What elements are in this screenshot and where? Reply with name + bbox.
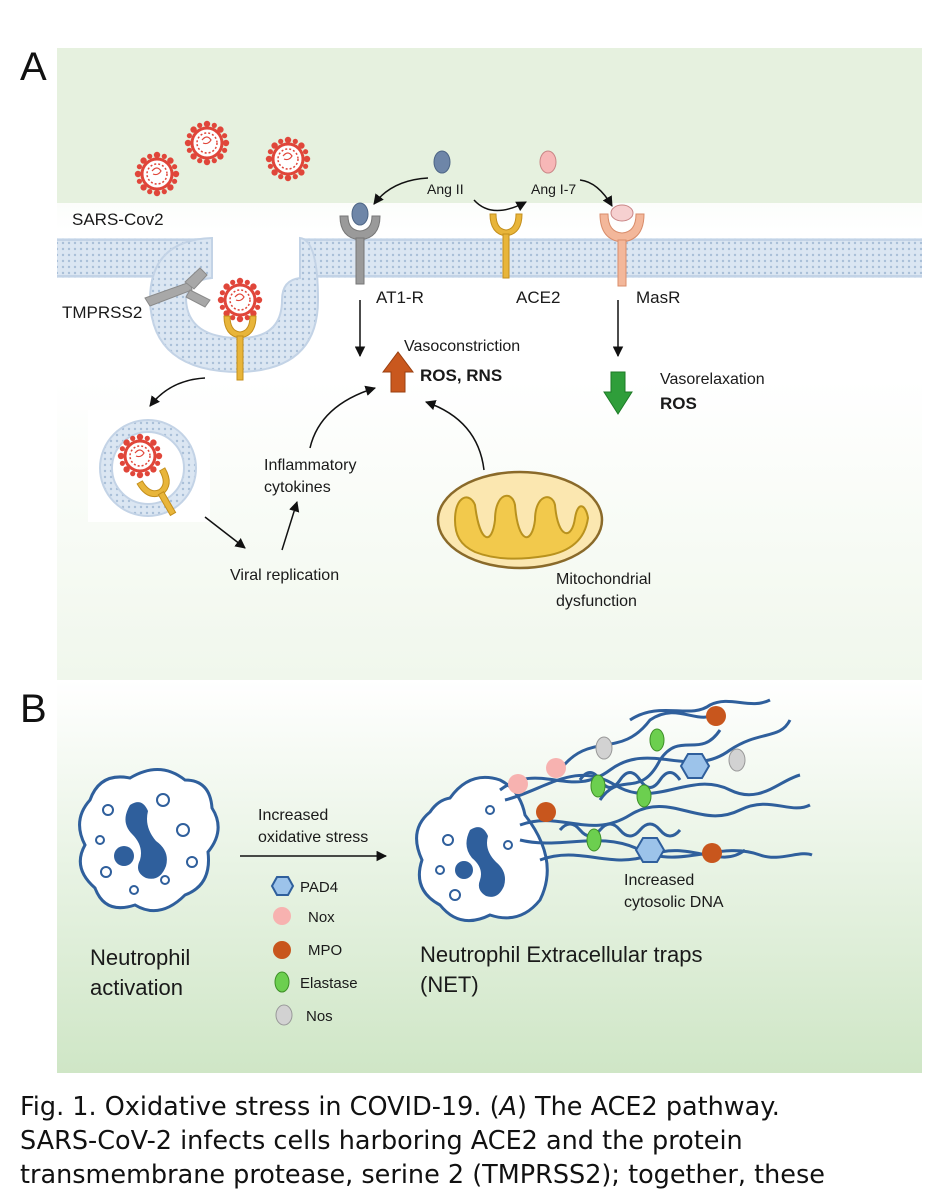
nos-marker — [595, 736, 613, 760]
legend-nox-icon — [273, 907, 291, 925]
neutrophil-label-2: activation — [90, 975, 183, 1000]
cytosolic-dna-label-2: cytosolic DNA — [624, 894, 724, 911]
decrease-arrow-icon — [603, 371, 633, 415]
ros-rns-label: ROS, RNS — [420, 366, 502, 385]
mitochondrion-icon — [436, 470, 604, 570]
increased-stress-label-1: Increased — [258, 807, 328, 824]
elastase-marker — [649, 728, 665, 752]
net-label-1: Neutrophil Extracellular traps — [420, 942, 702, 967]
caption-line-2: SARS-CoV-2 infects cells harboring ACE2 … — [20, 1126, 743, 1156]
arrow-ang2-to-ang17 — [473, 199, 527, 212]
arrow-cytokines-to-ros — [309, 385, 377, 449]
legend-nos-icon — [275, 1004, 293, 1026]
figure-diagram: A B SARS-Cov2 TMPRSS2 AT1-R ACE2 Ma — [20, 45, 922, 1073]
elastase-marker — [590, 774, 606, 798]
arrow-to-replication — [204, 516, 246, 549]
net-markers — [508, 706, 746, 863]
legend-mpo-icon — [273, 941, 291, 959]
pad4-marker — [679, 753, 711, 779]
pad4-marker — [634, 837, 666, 863]
masr-receptor-icon — [599, 204, 645, 287]
neutrophil-icon — [78, 768, 220, 913]
inflammatory-label-2: cytokines — [264, 479, 331, 496]
arrow-mito-to-ros — [425, 400, 485, 471]
at1r-label: AT1-R — [376, 288, 424, 307]
nox-marker — [508, 774, 528, 794]
panel-b-letter: B — [20, 687, 47, 731]
ang-ii-label: Ang II — [427, 181, 464, 197]
arrow-to-cytokines — [281, 500, 300, 551]
legend-pad4-icon — [270, 876, 295, 896]
ang-17-label: Ang I-7 — [531, 181, 576, 197]
elastase-marker — [636, 784, 652, 808]
virus-icon — [264, 135, 312, 183]
virus-icon — [183, 119, 231, 167]
masr-label: MasR — [636, 288, 680, 307]
cytosolic-dna-label-1: Increased — [624, 872, 694, 889]
caption-line-3: transmembrane protease, serine 2 (TMPRSS… — [20, 1160, 825, 1190]
legend-label: PAD4 — [300, 879, 338, 896]
legend-label: MPO — [308, 942, 342, 959]
panel-a-extracellular — [57, 48, 922, 203]
legend-label: Nos — [306, 1008, 333, 1025]
net-label-2: (NET) — [420, 972, 479, 997]
nox-marker — [546, 758, 566, 778]
nos-marker — [728, 748, 746, 772]
increased-stress-label-2: oxidative stress — [258, 829, 368, 846]
vasoconstriction-label: Vasoconstriction — [404, 338, 520, 355]
legend-label: Nox — [308, 909, 335, 926]
legend: PAD4 Nox MPO Elastase Nos — [270, 876, 358, 1026]
figure-caption: Fig. 1. Oxidative stress in COVID-19. (A… — [20, 1090, 920, 1192]
legend-elastase-icon — [274, 971, 290, 993]
ang-ii-icon — [433, 150, 451, 174]
legend-label: Elastase — [300, 975, 358, 992]
mpo-marker — [706, 706, 726, 726]
mpo-marker — [702, 843, 722, 863]
arrow-ang17-to-masr — [579, 179, 613, 207]
ace2-receptor-icon — [136, 467, 177, 517]
increase-arrow-icon — [382, 351, 414, 393]
panel-a-letter: A — [20, 45, 47, 89]
mito-label-1: Mitochondrial — [556, 571, 651, 588]
caption-line-1: Fig. 1. Oxidative stress in COVID-19. (A… — [20, 1092, 780, 1122]
tmprss2-protein-icon — [144, 267, 211, 308]
elastase-marker — [586, 828, 602, 852]
arrow-to-endosome — [149, 377, 206, 407]
mpo-marker — [536, 802, 556, 822]
sars-cov2-label: SARS-Cov2 — [72, 210, 164, 229]
at1r-receptor-icon — [339, 202, 381, 285]
arrow-ang2-to-at1r — [373, 177, 429, 205]
ace2-label: ACE2 — [516, 288, 560, 307]
ang-17-icon — [539, 150, 557, 174]
ros-label: ROS — [660, 394, 697, 413]
mito-label-2: dysfunction — [556, 593, 637, 610]
virus-icon — [116, 432, 164, 480]
cell-membrane — [57, 236, 922, 374]
tmprss2-label: TMPRSS2 — [62, 303, 142, 322]
inflammatory-label-1: Inflammatory — [264, 457, 356, 474]
vasorelaxation-label: Vasorelaxation — [660, 371, 765, 388]
virus-icon — [133, 150, 181, 198]
viral-replication-label: Viral replication — [230, 567, 339, 584]
neutrophil-label-1: Neutrophil — [90, 945, 190, 970]
